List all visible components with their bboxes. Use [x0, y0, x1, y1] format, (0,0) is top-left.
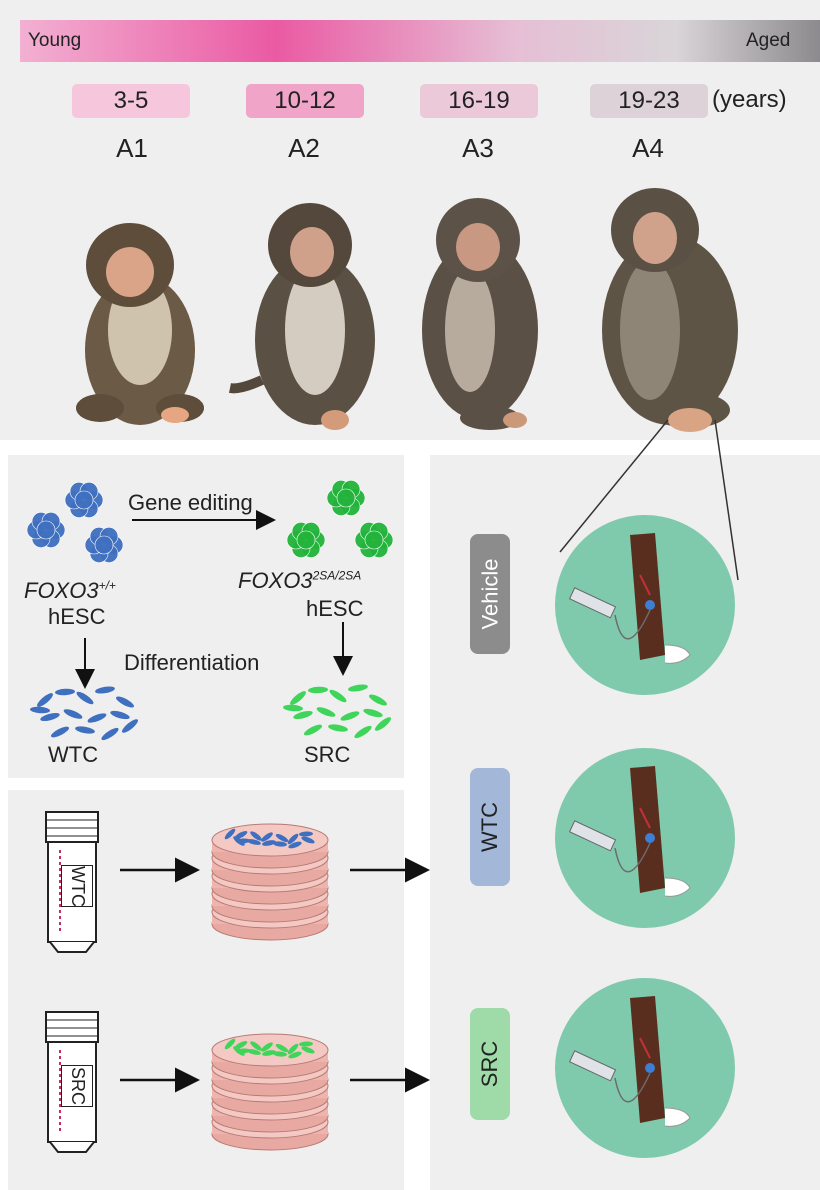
wt-hesc-colonies-icon — [26, 482, 124, 563]
zoom-line-left — [559, 419, 669, 553]
wtc-cells-icon — [30, 686, 139, 741]
src-cells-icon — [283, 684, 392, 739]
vehicle-injection-illustration — [555, 515, 735, 695]
monkey-a1-illustration — [76, 223, 204, 425]
group-label-a4: A4 — [632, 133, 664, 163]
mutant-genotype-label: FOXO32SA/2SA — [238, 568, 362, 593]
wt-genotype-label: FOXO3+/+ — [24, 578, 116, 603]
monkey-a3-illustration — [422, 198, 538, 430]
wtc-label: WTC — [48, 742, 99, 767]
gene-editing-label: Gene editing — [128, 490, 253, 515]
src-treatment-pill: SRC — [470, 1008, 510, 1120]
age-range-a4: 19-23 — [590, 84, 708, 118]
wtc-culture-dishes-icon — [211, 823, 329, 941]
young-label: Young — [28, 30, 82, 51]
age-range-a1: 3-5 — [72, 84, 190, 118]
wtc-injection-illustration — [555, 748, 735, 928]
monkey-a4-illustration — [602, 188, 738, 432]
wtc-treatment-pill: WTC — [470, 768, 510, 886]
age-gradient-bar — [20, 20, 820, 62]
aged-label: Aged — [746, 30, 791, 51]
mutant-hesc-label: hESC — [306, 596, 364, 621]
age-range-a3: 16-19 — [420, 84, 538, 118]
vehicle-treatment-pill: Vehicle — [470, 534, 510, 654]
mutant-hesc-colonies-icon — [286, 480, 394, 558]
age-range-a2: 10-12 — [246, 84, 364, 118]
src-cryovial-icon — [45, 1011, 99, 1153]
years-unit: (years) — [712, 86, 787, 113]
group-label-a1: A1 — [116, 133, 148, 163]
src-culture-dishes-icon — [211, 1033, 329, 1151]
group-label-a2: A2 — [288, 133, 320, 163]
differentiation-label: Differentiation — [124, 650, 260, 675]
src-injection-illustration — [555, 978, 735, 1158]
group-label-a3: A3 — [462, 133, 494, 163]
wt-hesc-label: hESC — [48, 604, 106, 629]
zoom-line-right — [714, 419, 739, 581]
src-label: SRC — [304, 742, 351, 767]
monkey-a2-illustration — [229, 203, 375, 430]
